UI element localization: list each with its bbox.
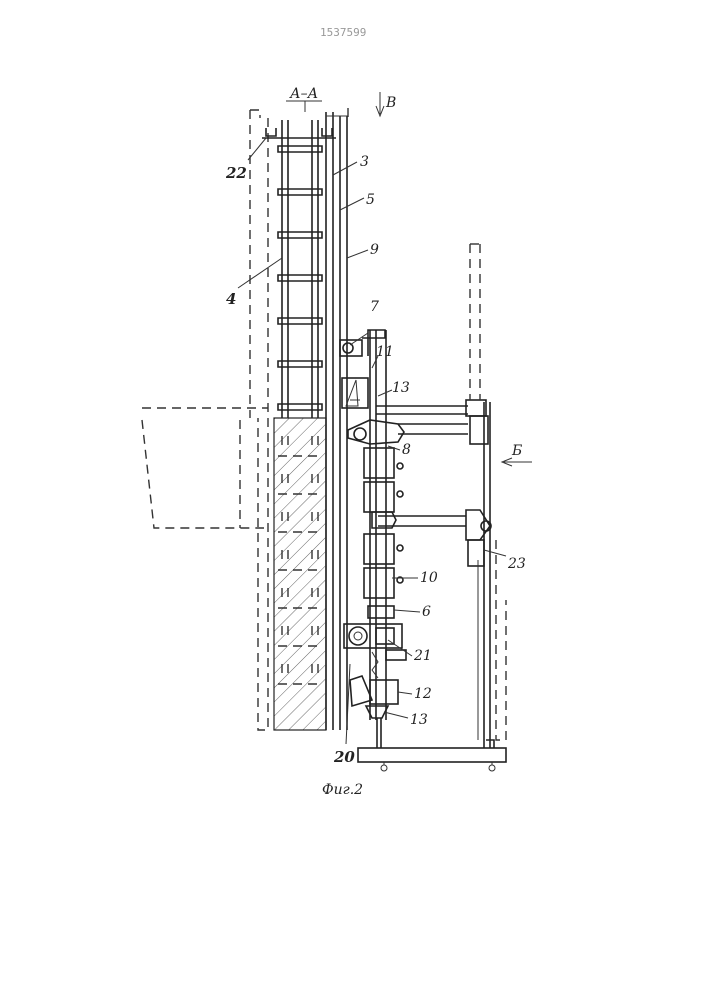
callout-23: 23 [507,556,526,572]
view-arrow-side-label: Б [511,443,522,459]
reinforcement-cage-4 [278,120,322,418]
concrete-section [274,418,326,730]
view-arrow-top-label: В [385,95,396,111]
support-frame-23 [376,244,506,748]
callout-3: 3 [360,154,369,170]
cage-top-cap-22 [262,128,336,138]
view-arrow-side: Б [502,443,532,466]
figure-caption: Фиг.2 [322,782,363,798]
cage-stirrup [278,146,322,152]
mechanism-carriage [340,330,506,771]
cage-stirrup [278,361,322,367]
callout-11: 11 [376,344,394,360]
callout-6: 6 [422,604,431,620]
callout-8: 8 [402,442,411,458]
callout-13-upper: 13 [392,380,410,396]
cage-stirrup [278,404,322,410]
cage-stirrup [278,232,322,238]
cage-stirrup [278,318,322,324]
callout-4: 4 [226,290,236,308]
callout-5: 5 [366,192,375,208]
callout-21: 21 [413,648,432,664]
callout-20: 20 [333,748,355,766]
callout-9: 9 [370,242,379,258]
callout-12: 12 [414,686,432,702]
callout-13-lower: 13 [410,712,428,728]
document-number: 1537599 [320,26,366,39]
view-arrow-top: В [376,92,396,116]
callout-7: 7 [370,299,379,315]
cage-stirrup [278,275,322,281]
callout-22: 22 [225,164,247,182]
callout-10: 10 [420,570,438,586]
cage-stirrup [278,189,322,195]
section-label: А–А [289,86,318,102]
